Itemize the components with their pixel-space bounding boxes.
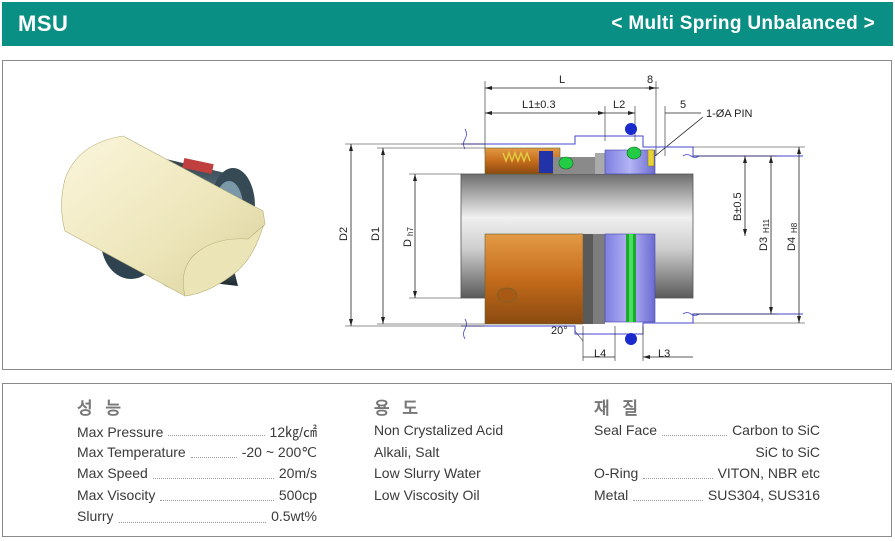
drawing-canvas: L 8 L1±0.3 L2 5 1-ØA PIN (61, 74, 805, 361)
product-code: MSU (18, 11, 69, 36)
leader-dots (160, 500, 274, 502)
dim-tol-D: h7 (406, 227, 415, 236)
application-item: Low Viscosity Oil (374, 486, 480, 503)
seal-section-drawing: L 8 L1±0.3 L2 5 1-ØA PIN (338, 74, 805, 361)
spec-row: Metal SUS304, SUS316 (594, 487, 820, 509)
dim-label-L1: L1±0.3 (522, 99, 556, 111)
performance-column: 성 능 Max Pressure 12㎏/㎠ Max Temperature -… (77, 396, 317, 530)
leader-dots (118, 521, 267, 523)
leader-dots (633, 500, 703, 502)
application-heading: 용 도 (374, 399, 423, 418)
leader-dots (168, 435, 265, 437)
pin-label: 1-ØA PIN (706, 108, 753, 120)
spec-row: O-Ring VITON, NBR etc (594, 465, 820, 487)
leader-dots (152, 478, 274, 480)
spec-value: SUS304, SUS316 (707, 486, 820, 503)
dim-label-L3: L3 (658, 348, 670, 360)
spec-value: VITON, NBR etc (717, 465, 820, 482)
performance-heading: 성 능 (77, 399, 126, 418)
application-column: 용 도 Non Crystalized Acid Alkali, Salt Lo… (374, 396, 574, 508)
spec-label: Max Temperature (77, 443, 186, 460)
dim-tol-D4: H8 (790, 222, 799, 233)
spec-label: Metal (594, 486, 629, 503)
application-item: Low Slurry Water (374, 465, 481, 482)
seal-3d-illustration (61, 135, 266, 297)
material-heading: 재 질 (594, 399, 643, 418)
drawing-panel: L 8 L1±0.3 L2 5 1-ØA PIN (2, 60, 892, 370)
spec-row: SiC to SiC (594, 444, 820, 466)
spec-row: Seal Face Carbon to SiC (594, 422, 820, 444)
spec-value: 500cp (278, 486, 317, 503)
dim-label-8: 8 (647, 74, 653, 86)
dim-label-D3: D3 (758, 237, 770, 251)
dim-label-L: L (559, 74, 565, 86)
spec-panel: 성 능 Max Pressure 12㎏/㎠ Max Temperature -… (2, 383, 892, 537)
dim-label-B: B±0.5 (732, 192, 744, 221)
spec-label: Max Speed (77, 465, 148, 482)
spec-value: -20 ~ 200℃ (241, 443, 317, 460)
spec-value: 12㎏/㎠ (269, 424, 317, 440)
spec-label: Slurry (77, 508, 114, 525)
dim-label-D4: D4 (786, 237, 798, 251)
spec-row: Max Visocity 500cp (77, 487, 317, 509)
angle-label: 20° (551, 325, 568, 337)
dim-label-L4: L4 (594, 348, 606, 360)
spec-label: Max Pressure (77, 424, 164, 440)
application-item: Non Crystalized Acid (374, 422, 504, 438)
spec-value: 20m/s (278, 465, 317, 482)
spec-label: Max Visocity (77, 486, 156, 503)
dim-label-D1: D1 (370, 227, 382, 241)
spec-row: Max Speed 20m/s (77, 465, 317, 487)
product-subtitle: < Multi Spring Unbalanced > (611, 13, 875, 34)
application-item: Alkali, Salt (374, 443, 440, 460)
material-column: 재 질 Seal Face Carbon to SiC SiC to SiC O… (594, 396, 820, 508)
dim-label-5: 5 (680, 99, 686, 111)
leader-dots (190, 456, 237, 458)
dim-label-D: D (402, 239, 414, 247)
dim-label-D2: D2 (338, 227, 350, 241)
spec-row: Max Pressure 12㎏/㎠ (77, 422, 317, 444)
spec-label: Seal Face (594, 422, 658, 438)
spec-value: SiC to SiC (755, 443, 820, 460)
dim-label-L2: L2 (613, 99, 625, 111)
dim-tol-D3: H11 (762, 218, 771, 233)
leader-dots (662, 435, 728, 437)
spec-row: Slurry 0.5wt% (77, 508, 317, 530)
leader-dots (643, 478, 713, 480)
spec-row: Max Temperature -20 ~ 200℃ (77, 444, 317, 466)
spec-label: O-Ring (594, 465, 639, 482)
spec-value: 0.5wt% (271, 508, 317, 525)
spec-value: Carbon to SiC (732, 422, 820, 438)
title-bar: MSU < Multi Spring Unbalanced > (2, 2, 893, 46)
